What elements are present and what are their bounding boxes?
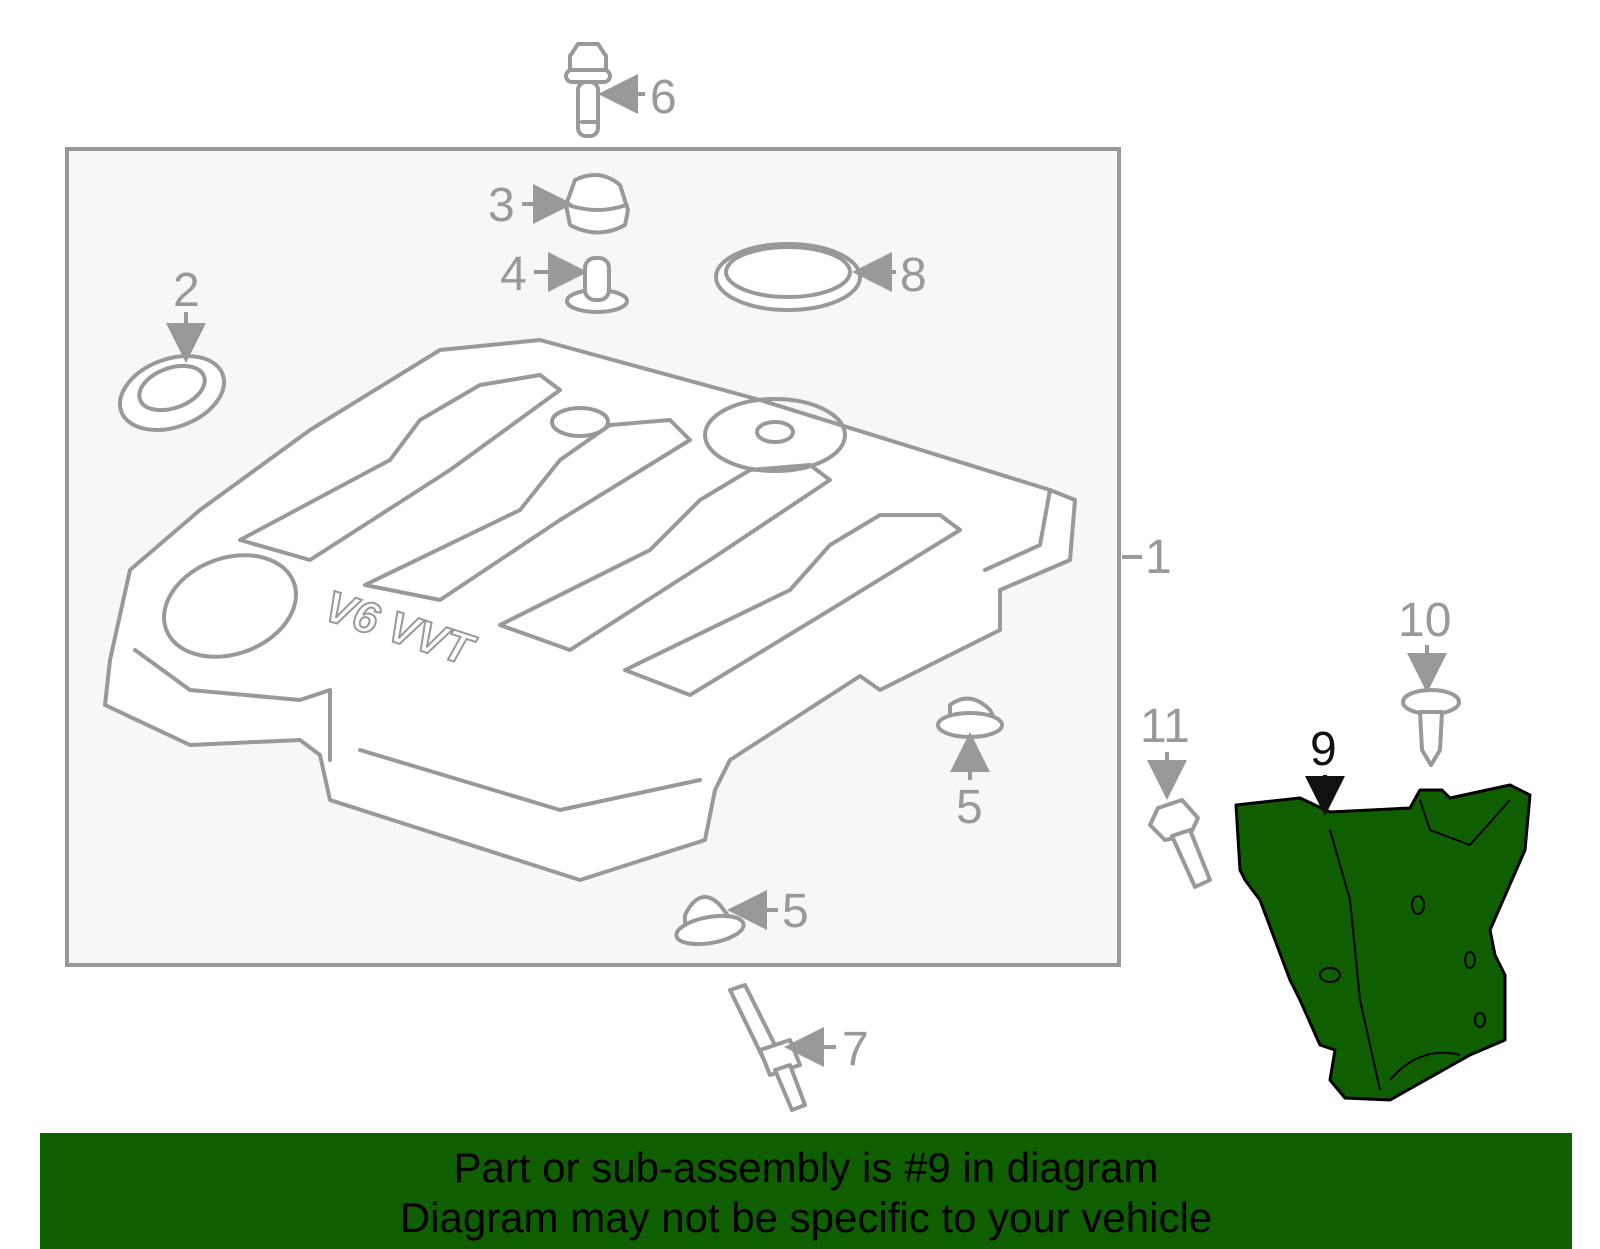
seal-part-8[interactable] [714, 242, 862, 312]
callout-7: 7 [842, 1023, 869, 1076]
callout-10: 10 [1398, 594, 1451, 647]
engine-cover[interactable]: V6 VVT [103, 338, 1077, 882]
callout-9: 9 [1310, 723, 1337, 776]
info-banner: Part or sub-assembly is #9 in diagram Di… [40, 1133, 1572, 1249]
callout-1: 1 [1145, 531, 1172, 584]
bolt-part-11[interactable] [1148, 798, 1212, 889]
callout-3: 3 [488, 179, 515, 232]
push-clip-part-10[interactable] [1401, 688, 1461, 767]
grommet-ring-part-2[interactable] [110, 343, 235, 444]
insulator-cap-part-3[interactable] [564, 173, 630, 235]
callout-11: 11 [1140, 700, 1190, 753]
callout-8: 8 [900, 249, 927, 302]
callout-6: 6 [650, 71, 677, 124]
banner-line-2: Diagram may not be specific to your vehi… [399, 1194, 1213, 1241]
bracket-part-9-highlighted[interactable] [1234, 783, 1532, 1102]
callout-4: 4 [500, 248, 527, 301]
stud-part-4[interactable] [565, 256, 629, 314]
grommet-part-5-upper[interactable] [936, 696, 1004, 739]
callout-5-upper: 5 [956, 781, 983, 834]
callout-2: 2 [173, 264, 200, 317]
callout-5-lower: 5 [782, 885, 809, 938]
banner-line-1: Part or sub-assembly is #9 in diagram [453, 1144, 1159, 1191]
bolt-part-6[interactable] [564, 42, 612, 138]
